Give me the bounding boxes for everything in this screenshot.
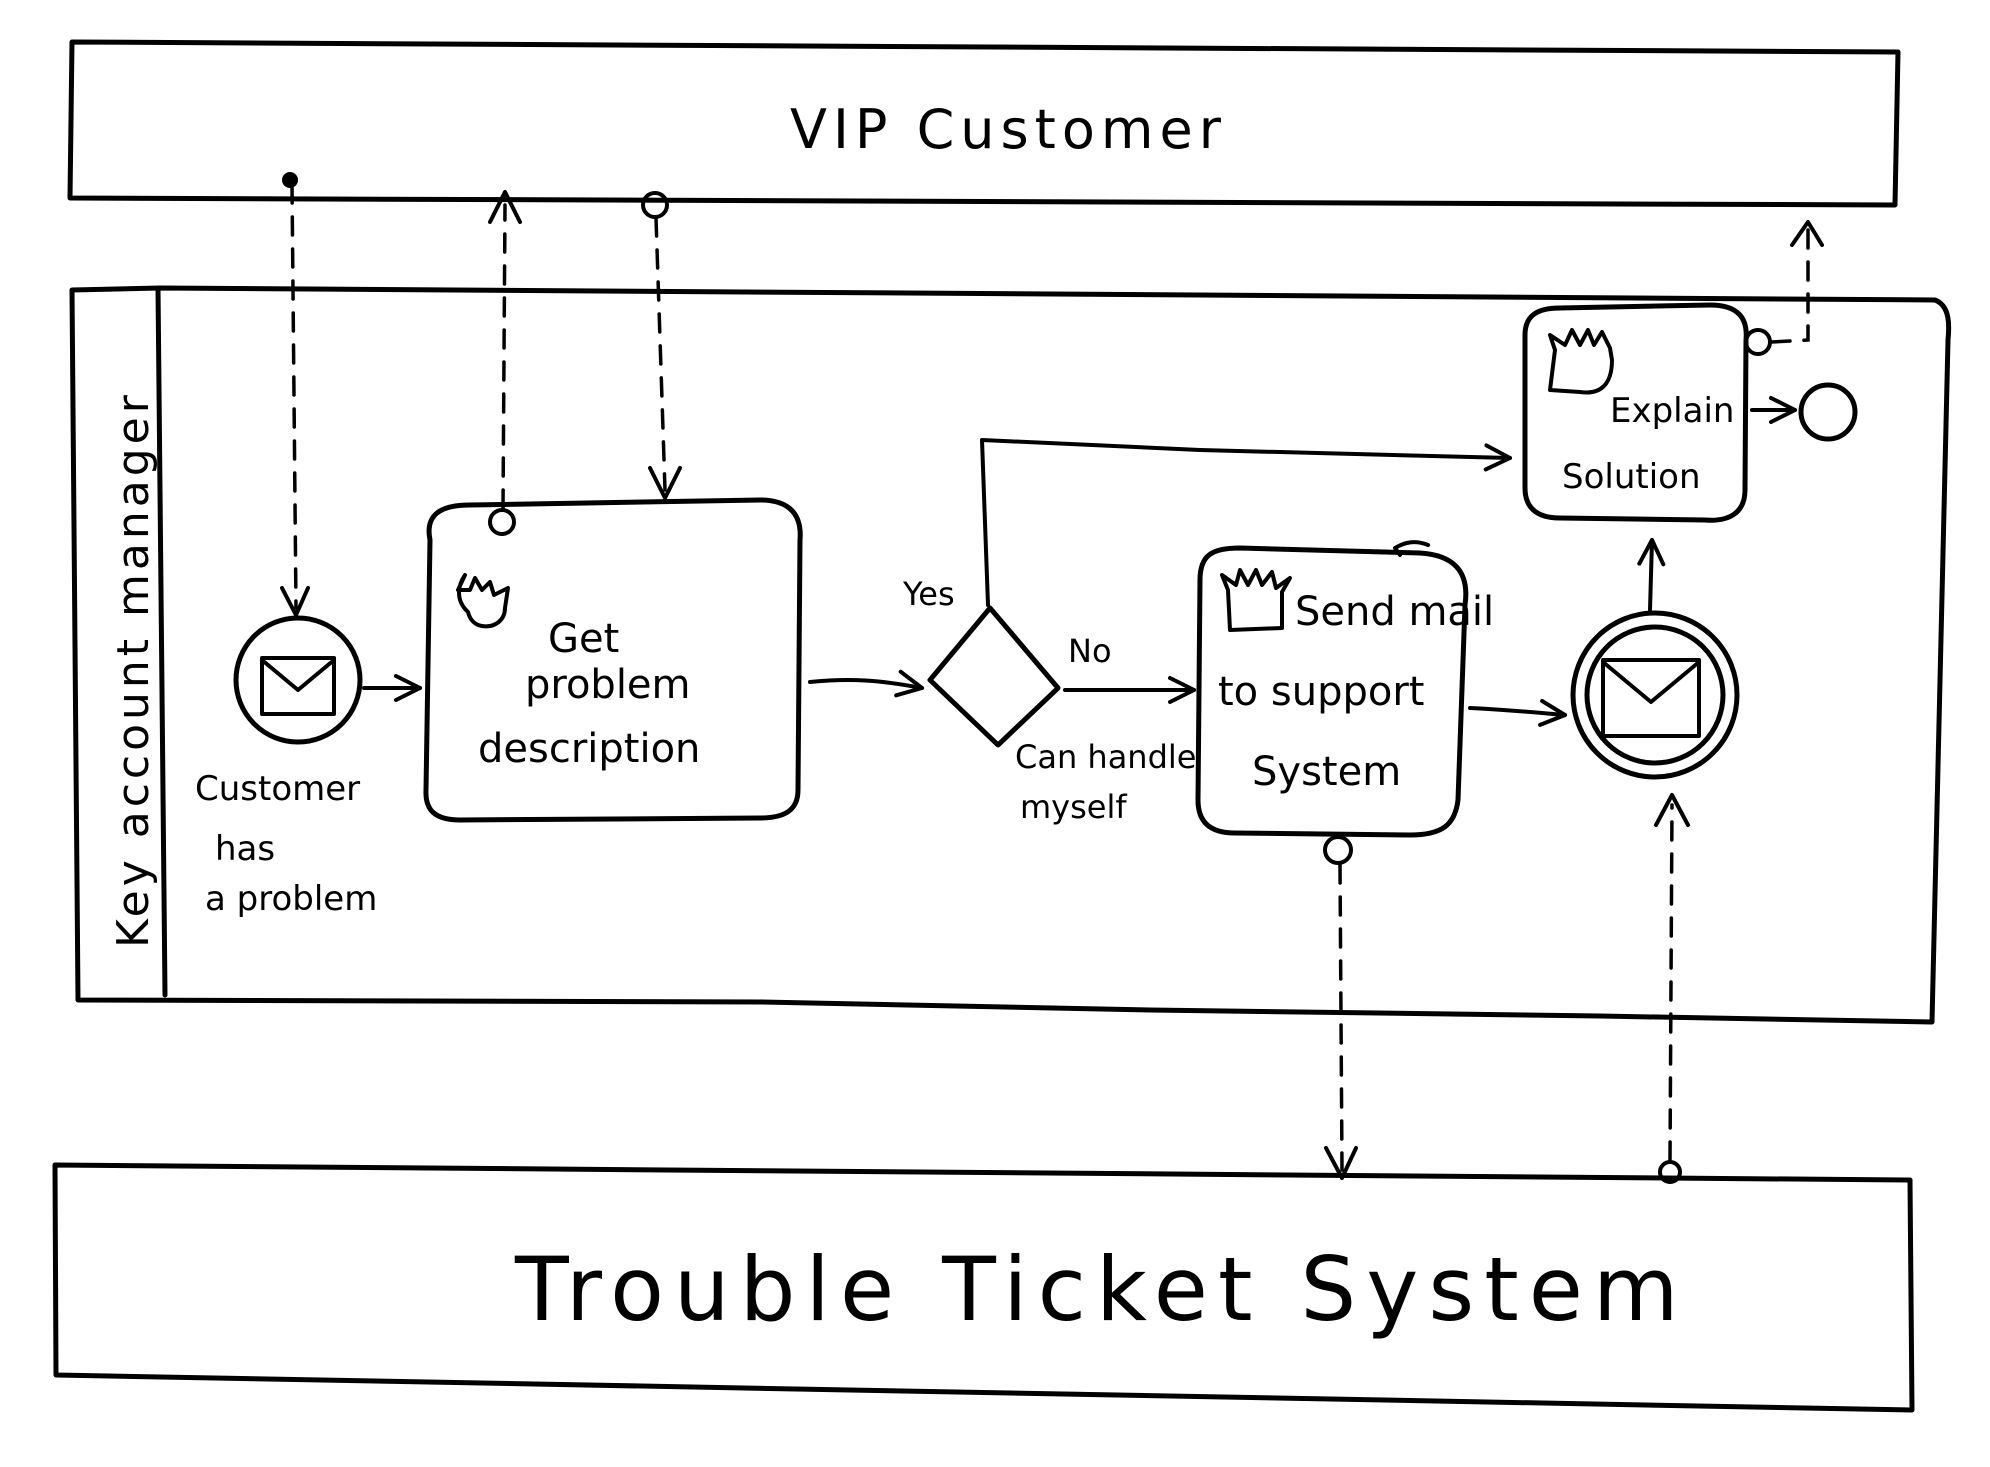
start-event-label-line1: Customer xyxy=(195,769,360,809)
hand-icon xyxy=(456,573,510,629)
start-event-label: Customer has a problem xyxy=(195,769,377,919)
start-event[interactable] xyxy=(233,615,363,745)
message-flow-source-marker xyxy=(1744,328,1772,356)
task-explain-solution[interactable]: Explain Solution xyxy=(1522,302,1772,523)
task-send-mail[interactable]: Send mail to support System xyxy=(1195,540,1494,865)
sequence-flow-gateway-yes xyxy=(980,438,1512,607)
lane-label-key-account-manager: Key account manager xyxy=(108,391,159,948)
message-flow-arrowhead xyxy=(488,190,522,224)
message-flow-arrowhead xyxy=(1654,793,1690,827)
hand-icon xyxy=(1548,328,1614,395)
pool-vip-customer-title: VIP Customer xyxy=(790,98,1227,161)
message-flow-get-to-customer xyxy=(501,203,507,510)
gateway-no-label: No xyxy=(1068,632,1112,670)
message-flow-arrowhead xyxy=(648,466,682,500)
pool-vip-customer[interactable]: VIP Customer xyxy=(67,39,1901,208)
task-send-mail-line3: System xyxy=(1252,749,1401,795)
hand-icon xyxy=(1220,568,1292,632)
exclusive-gateway[interactable]: Yes No Can handle myself xyxy=(902,575,1196,826)
envelope-icon xyxy=(1601,658,1701,738)
task-explain-line1: Explain xyxy=(1610,391,1734,431)
task-get-problem-line2: problem xyxy=(525,662,691,708)
message-flow-customer-to-get xyxy=(654,216,667,492)
start-event-label-line3: a problem xyxy=(205,879,377,919)
message-flow-arrowhead xyxy=(1324,1146,1358,1180)
sequence-flows xyxy=(362,396,1797,727)
message-flow-arrowhead xyxy=(280,586,310,617)
sequence-flow-send-to-catch xyxy=(1468,698,1567,727)
pool-trouble-ticket-system[interactable]: Trouble Ticket System xyxy=(52,1162,1915,1413)
pool-key-account-manager[interactable]: Key account manager xyxy=(69,285,1952,1025)
start-event-label-line2: has xyxy=(215,829,275,869)
message-flow-source-marker xyxy=(1323,835,1353,865)
gateway-label-line2: myself xyxy=(1020,788,1127,826)
message-flow-source-dot xyxy=(282,172,298,188)
envelope-icon xyxy=(260,656,336,716)
sequence-flow-get-to-gateway xyxy=(808,669,924,698)
sequence-flow-catch-to-explain xyxy=(1637,538,1666,612)
message-flow-source-marker xyxy=(488,508,516,536)
message-flow-tts-to-catch xyxy=(1668,803,1674,1162)
gateway-yes-label: Yes xyxy=(902,575,955,613)
task-get-problem-line3: description xyxy=(478,726,700,772)
message-flow-explain-to-customer xyxy=(1770,223,1810,344)
message-flow-customer-to-start xyxy=(290,183,298,610)
message-flow-source-marker xyxy=(641,191,669,219)
task-get-problem-line1: Get xyxy=(548,616,619,662)
task-get-problem-description[interactable]: Get problem description xyxy=(423,497,803,823)
intermediate-message-event[interactable] xyxy=(1570,610,1740,780)
message-flow-arrowhead xyxy=(1790,220,1824,247)
message-flow-send-to-tts xyxy=(1338,863,1344,1172)
gateway-label-line1: Can handle xyxy=(1015,738,1196,776)
end-event[interactable] xyxy=(1798,382,1858,442)
task-send-mail-line2: to support xyxy=(1218,669,1424,715)
task-explain-line2: Solution xyxy=(1562,457,1701,497)
task-send-mail-line1: Send mail xyxy=(1295,589,1494,635)
pool-trouble-ticket-title: Trouble Ticket System xyxy=(514,1238,1689,1341)
message-flows xyxy=(280,172,1824,1184)
message-flow-source-marker xyxy=(1658,1160,1682,1184)
